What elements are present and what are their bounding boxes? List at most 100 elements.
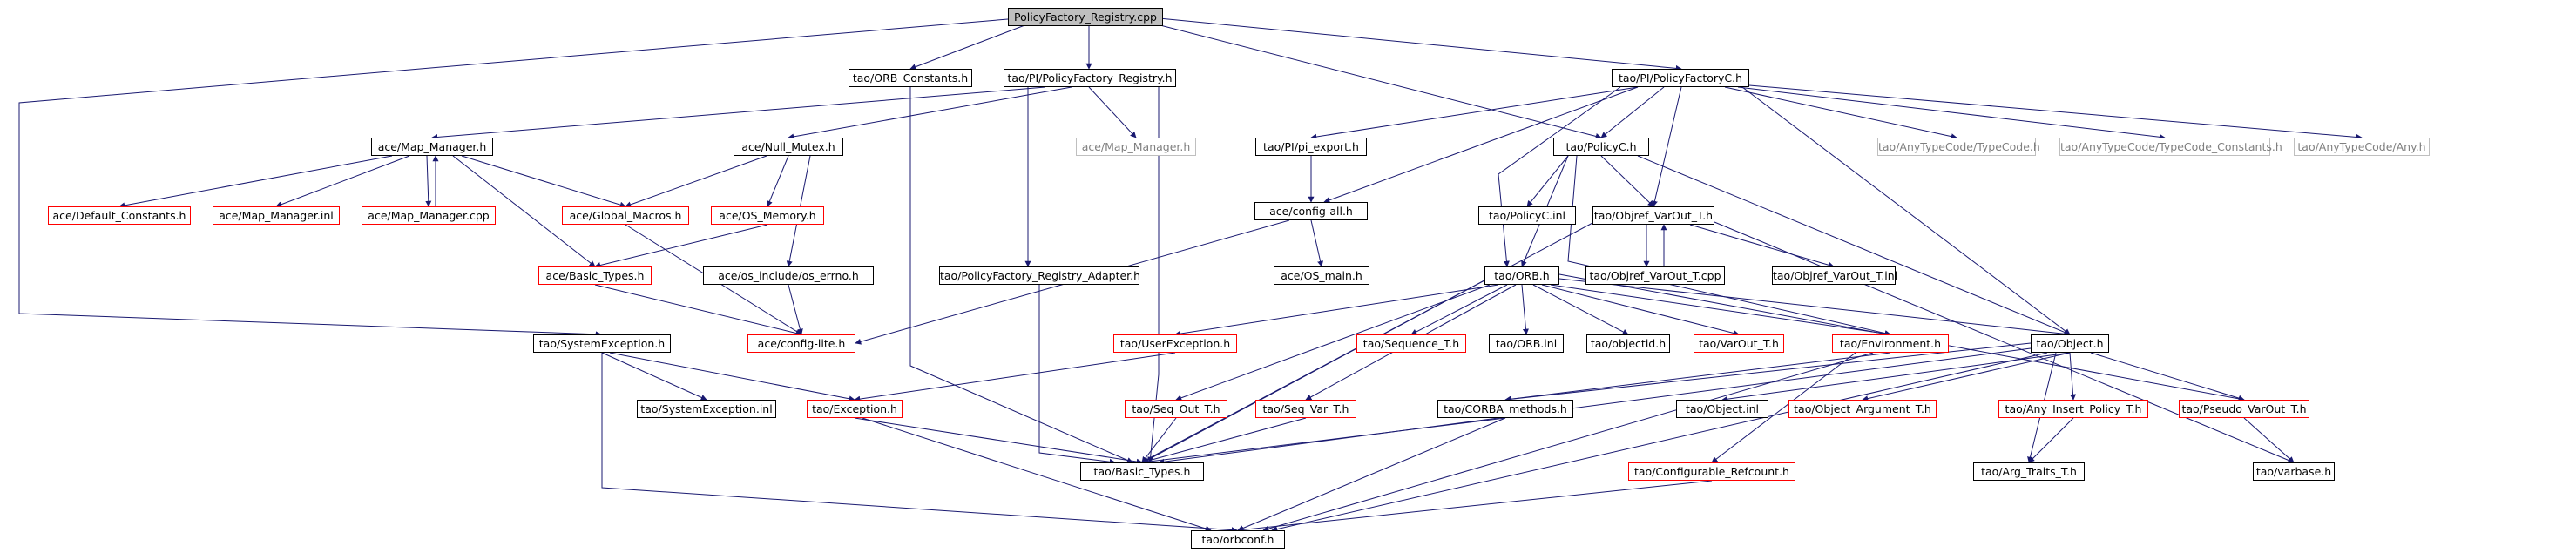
edge-configrc-to-orbconf bbox=[1237, 480, 1713, 533]
node-mapcpp[interactable]: ace/Map_Manager.cpp bbox=[362, 206, 496, 225]
node-mapmgr_grey[interactable]: ace/Map_Manager.h bbox=[1076, 138, 1196, 156]
edge-oserrno-to-configlite bbox=[788, 284, 803, 335]
edge-root-to-sysexc bbox=[18, 18, 1009, 338]
edge-orbh-to-varout bbox=[1541, 284, 1740, 336]
edge-pfc-to-typecode bbox=[1724, 86, 1957, 140]
edge-corba-to-orbconf bbox=[1237, 417, 1506, 531]
node-taobasic[interactable]: tao/Basic_Types.h bbox=[1080, 462, 1204, 481]
node-orbh[interactable]: tao/ORB.h bbox=[1484, 266, 1559, 285]
edge-pfc-to-policyc bbox=[1600, 86, 1665, 138]
node-anyinsert[interactable]: tao/Any_Insert_Policy_T.h bbox=[1998, 400, 2148, 418]
node-osmemory[interactable]: ace/OS_Memory.h bbox=[711, 206, 824, 225]
edge-env-to-configrc bbox=[1711, 352, 1856, 463]
edge-pfc-to-configall bbox=[1323, 86, 1639, 204]
node-exception[interactable]: tao/Exception.h bbox=[807, 400, 903, 418]
edge-mapmgr-to-mapcpp bbox=[425, 155, 432, 207]
edge-env-to-corba bbox=[1504, 352, 1891, 402]
node-seqvar[interactable]: tao/Seq_Var_T.h bbox=[1255, 400, 1356, 418]
node-pfc[interactable]: tao/PI/PolicyFactoryC.h bbox=[1612, 69, 1749, 87]
edge-exception-to-taobasic bbox=[854, 417, 1143, 465]
node-orbconst[interactable]: tao/ORB_Constants.h bbox=[849, 69, 972, 87]
edge-object-to-taobasic bbox=[1158, 347, 2032, 465]
edge-orbh-to-userexc bbox=[1174, 284, 1499, 337]
node-configrc[interactable]: tao/Configurable_Refcount.h bbox=[1628, 462, 1795, 481]
node-userexc[interactable]: tao/UserException.h bbox=[1113, 334, 1237, 353]
node-sysexc[interactable]: tao/SystemException.h bbox=[533, 334, 671, 353]
edge-osmemory-to-acebasic bbox=[594, 224, 768, 268]
node-configlite[interactable]: ace/config-lite.h bbox=[747, 334, 855, 353]
edge-orbh-to-taobasic bbox=[1142, 280, 1485, 463]
node-objrefcpp[interactable]: tao/Objref_VarOut_T.cpp bbox=[1585, 266, 1725, 285]
node-varout[interactable]: tao/VarOut_T.h bbox=[1694, 334, 1784, 353]
node-env[interactable]: tao/Environment.h bbox=[1832, 334, 1949, 353]
node-sysexcinl[interactable]: tao/SystemException.inl bbox=[637, 400, 776, 418]
edge-policyc-to-policycinl bbox=[1526, 155, 1569, 207]
node-pfreg[interactable]: tao/PI/PolicyFactory_Registry.h bbox=[1004, 69, 1176, 87]
edge-seqout-to-taobasic bbox=[1141, 417, 1177, 463]
node-osmain[interactable]: ace/OS_main.h bbox=[1274, 266, 1369, 285]
edge-orbh-to-seqout bbox=[1175, 284, 1491, 401]
node-defconst[interactable]: ace/Default_Constants.h bbox=[48, 206, 191, 225]
node-orbconf[interactable]: tao/orbconf.h bbox=[1191, 530, 1285, 549]
node-objectinl[interactable]: tao/Object.inl bbox=[1676, 400, 1768, 418]
edge-pfc-to-any bbox=[1748, 84, 2363, 140]
node-globalmacros[interactable]: ace/Global_Macros.h bbox=[562, 206, 689, 225]
edge-object-to-orbconf bbox=[1271, 352, 2048, 533]
edge-objref-to-objrefinl bbox=[1689, 224, 1835, 268]
node-seqT[interactable]: tao/Sequence_T.h bbox=[1356, 334, 1466, 353]
edge-policyc-to-objref bbox=[1600, 155, 1654, 207]
node-oserrno[interactable]: ace/os_include/os_errno.h bbox=[703, 266, 874, 285]
node-argtraits[interactable]: tao/Arg_Traits_T.h bbox=[1973, 462, 2085, 481]
node-pseudo[interactable]: tao/Pseudo_VarOut_T.h bbox=[2179, 400, 2309, 418]
edge-root-to-pfc bbox=[1149, 17, 1682, 71]
node-any[interactable]: tao/AnyTypeCode/Any.h bbox=[2294, 138, 2430, 156]
edge-orbh-to-env bbox=[1550, 284, 1891, 337]
node-objref[interactable]: tao/Objref_VarOut_T.h bbox=[1592, 206, 1714, 225]
edge-pfreg-to-mapmgr bbox=[431, 86, 1046, 140]
node-piexport[interactable]: tao/PI/pi_export.h bbox=[1255, 138, 1367, 156]
edge-sysexc-to-exception bbox=[609, 352, 855, 402]
node-nullmutex[interactable]: ace/Null_Mutex.h bbox=[734, 138, 843, 156]
edge-pfc-to-typecodeconst bbox=[1737, 86, 2166, 140]
node-object[interactable]: tao/Object.h bbox=[2031, 334, 2109, 353]
dependency-edges bbox=[18, 17, 2363, 534]
node-pfadapter[interactable]: tao/PolicyFactory_Registry_Adapter.h bbox=[939, 266, 1140, 285]
node-root[interactable]: PolicyFactory_Registry.cpp bbox=[1008, 8, 1163, 26]
edge-pfreg-to-nullmutex bbox=[788, 86, 1072, 140]
node-policyc[interactable]: tao/PolicyC.h bbox=[1553, 138, 1649, 156]
edge-pfc-to-objref bbox=[1652, 86, 1682, 207]
edge-policyc-to-env bbox=[1567, 155, 1891, 337]
edge-mapmgr-to-globalmacros bbox=[461, 155, 626, 208]
edge-orbh-to-orbinl bbox=[1521, 284, 1529, 335]
node-orbinl[interactable]: tao/ORB.inl bbox=[1489, 334, 1564, 353]
node-typecode[interactable]: tao/AnyTypeCode/TypeCode.h bbox=[1877, 138, 2040, 156]
edge-object-to-anyinsert bbox=[2069, 352, 2077, 401]
node-configall[interactable]: ace/config-all.h bbox=[1254, 202, 1368, 220]
node-typecodeconst[interactable]: tao/AnyTypeCode/TypeCode_Constants.h bbox=[2059, 138, 2282, 156]
edge-seqvar-to-taobasic bbox=[1141, 417, 1307, 464]
edge-object-to-objarg bbox=[1862, 352, 2071, 402]
edge-pseudo-to-varbase bbox=[2243, 417, 2295, 463]
node-objarg[interactable]: tao/Object_Argument_T.h bbox=[1788, 400, 1937, 418]
edge-pfreg-to-taobasic bbox=[1147, 87, 1160, 463]
edge-root-to-policyc bbox=[1149, 22, 1602, 139]
edge-orbh-to-object bbox=[1558, 278, 2071, 337]
node-mapinl[interactable]: ace/Map_Manager.inl bbox=[213, 206, 340, 225]
edge-env-to-orbconf bbox=[1262, 352, 1874, 532]
edge-pfadapter-to-taobasic bbox=[1038, 285, 1116, 465]
node-acebasic[interactable]: ace/Basic_Types.h bbox=[538, 266, 652, 285]
edge-orbh-to-objectid bbox=[1532, 284, 1629, 335]
edge-object-to-pseudo bbox=[2090, 352, 2245, 401]
edge-mapmgr-to-mapinl bbox=[275, 155, 410, 208]
node-objectid[interactable]: tao/objectid.h bbox=[1586, 334, 1670, 353]
node-corba[interactable]: tao/CORBA_methods.h bbox=[1437, 400, 1573, 418]
edge-objref-to-varbase bbox=[1714, 221, 2295, 463]
node-varbase[interactable]: tao/varbase.h bbox=[2253, 462, 2335, 481]
node-policycinl[interactable]: tao/PolicyC.inl bbox=[1478, 206, 1576, 225]
node-mapmgr[interactable]: ace/Map_Manager.h bbox=[371, 138, 493, 156]
edge-pfc-to-piexport bbox=[1310, 86, 1639, 140]
node-objrefinl[interactable]: tao/Objref_VarOut_T.inl bbox=[1772, 266, 1897, 285]
edge-acebasic-to-configlite bbox=[594, 284, 802, 336]
node-seqout[interactable]: tao/Seq_Out_T.h bbox=[1125, 400, 1227, 418]
edge-nullmutex-to-osmemory bbox=[767, 155, 789, 207]
